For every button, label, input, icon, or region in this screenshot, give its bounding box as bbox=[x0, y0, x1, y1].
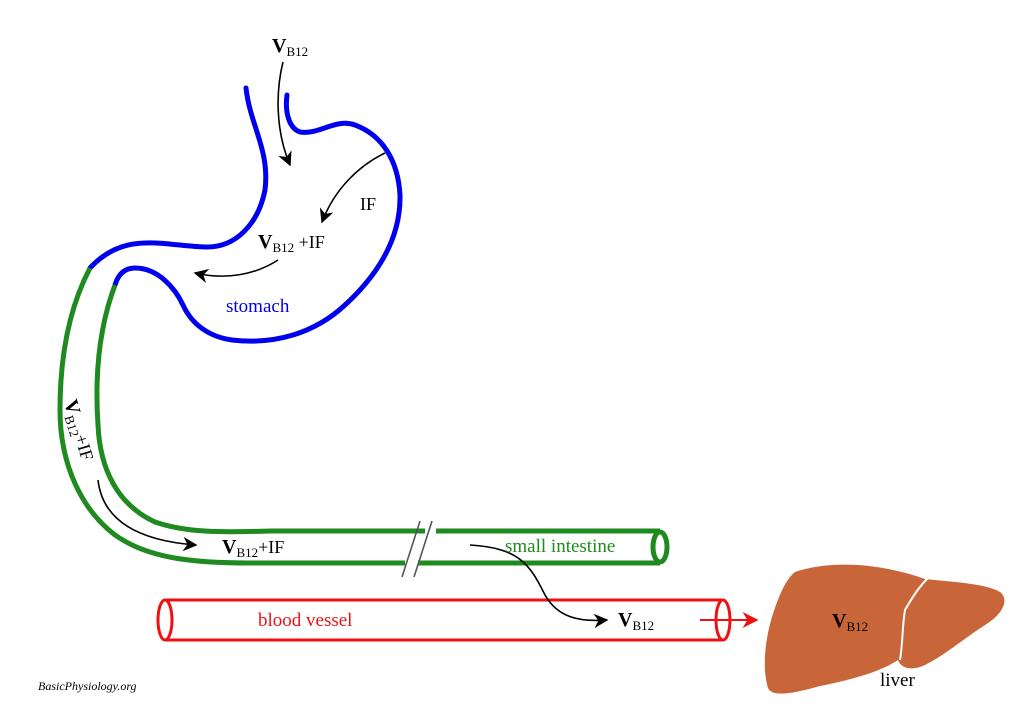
liver bbox=[764, 564, 1005, 694]
vessel-start-opening bbox=[156, 598, 174, 642]
stomach-outer-wall bbox=[87, 85, 269, 271]
arrow-down-intestine bbox=[97, 479, 198, 552]
stomach-outline bbox=[87, 85, 403, 344]
small-intestine bbox=[57, 266, 670, 566]
intestine-end-opening bbox=[650, 529, 670, 565]
liver-shape bbox=[764, 564, 1005, 694]
intestine-complex-label: VB12+IF bbox=[222, 536, 284, 560]
intestine-inner-wall bbox=[94, 284, 425, 535]
blood-vessel bbox=[156, 598, 759, 642]
liver-vb12-label: VB12 bbox=[832, 610, 868, 634]
stomach-complex-label: VB12 +IF bbox=[258, 231, 325, 255]
vessel-vb12-label: VB12 bbox=[618, 609, 654, 633]
small-intestine-label: small intestine bbox=[505, 536, 615, 557]
arrow-if-secretion bbox=[319, 152, 386, 224]
intestine-break-mark bbox=[401, 520, 433, 578]
flow-arrows bbox=[97, 61, 609, 629]
intestine-outer-wall bbox=[57, 266, 405, 566]
if-label: IF bbox=[360, 194, 376, 214]
liver-lobe-divider bbox=[899, 577, 929, 661]
credit-label: BasicPhysiology.org bbox=[38, 679, 137, 693]
blood-vessel-label: blood vessel bbox=[258, 610, 352, 631]
arrow-complex-to-intestine bbox=[193, 259, 279, 283]
stomach-label: stomach bbox=[226, 296, 290, 317]
arrow-vb12-into-esophagus bbox=[277, 61, 292, 167]
arrow-absorption-to-blood bbox=[469, 544, 609, 629]
liver-label: liver bbox=[880, 670, 915, 691]
stomach-inner-wall bbox=[112, 92, 403, 344]
vb12-entry-label: VB12 bbox=[272, 35, 308, 59]
